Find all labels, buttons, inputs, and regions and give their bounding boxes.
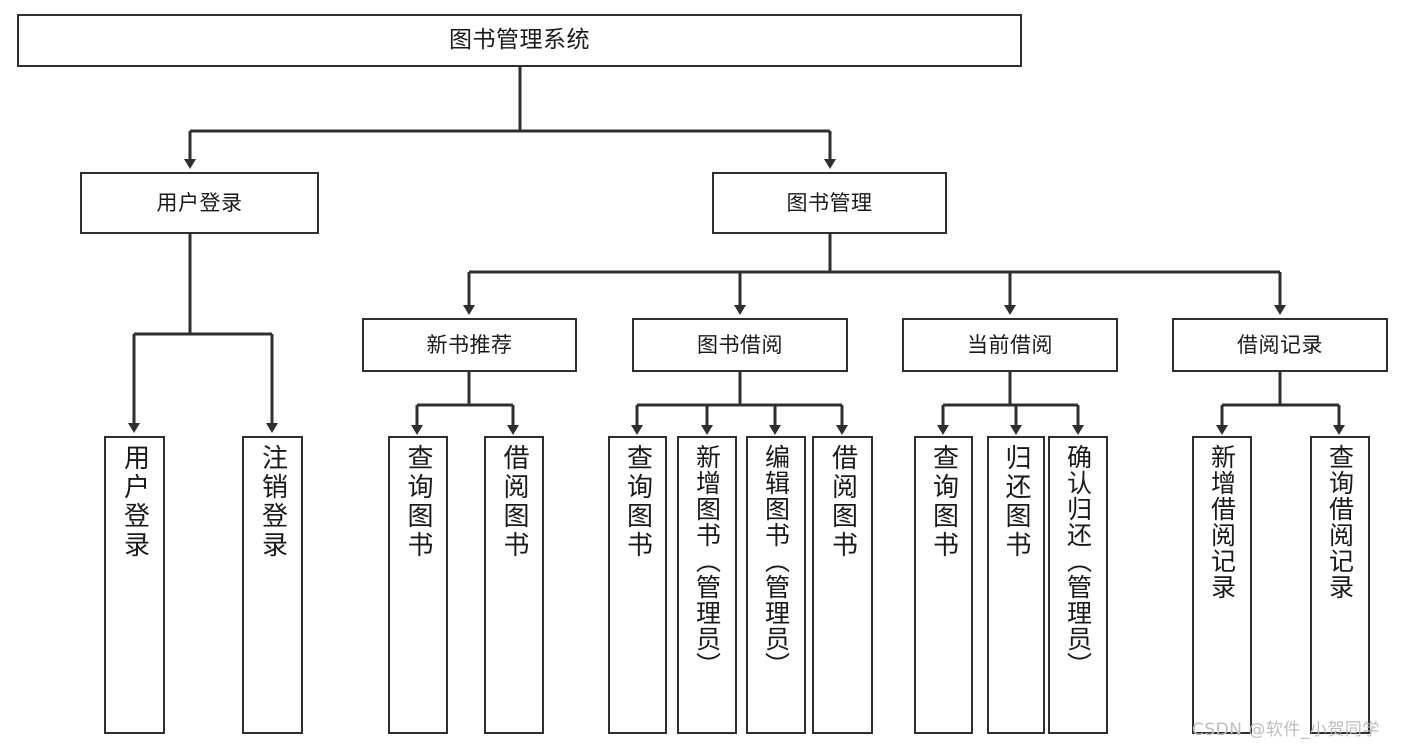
- node-root-label: 图书管理系统: [449, 26, 590, 53]
- node-book-borrow-label: 图书借阅: [697, 332, 783, 357]
- leaf-book-borrow-query[interactable]: 查询图书: [608, 436, 667, 734]
- leaf-borrow-record-query[interactable]: 查询借阅记录: [1310, 436, 1370, 734]
- node-book-manage-label: 图书管理: [786, 190, 873, 215]
- leaf-user-login-logout[interactable]: 注销登录: [242, 436, 303, 734]
- node-current-borrow-label: 当前借阅: [967, 332, 1053, 357]
- leaf-new-book-query[interactable]: 查询图书: [388, 436, 448, 734]
- leaf-label: 新增借阅记录: [1207, 444, 1237, 600]
- leaf-label: 查询图书: [622, 444, 653, 560]
- leaf-label: 确认归还（管理员）: [1063, 444, 1093, 678]
- leaf-book-borrow-borrow[interactable]: 借阅图书: [812, 436, 873, 734]
- leaf-label: 查询借阅记录: [1325, 444, 1355, 600]
- node-root[interactable]: 图书管理系统: [17, 14, 1022, 67]
- leaf-book-borrow-edit[interactable]: 编辑图书（管理员）: [746, 436, 806, 734]
- node-current-borrow[interactable]: 当前借阅: [902, 318, 1118, 372]
- leaf-label: 归还图书: [1001, 444, 1031, 560]
- leaf-current-borrow-return[interactable]: 归还图书: [987, 436, 1045, 734]
- leaf-current-borrow-query[interactable]: 查询图书: [914, 436, 973, 734]
- node-book-manage[interactable]: 图书管理: [712, 172, 947, 234]
- leaf-user-login-login[interactable]: 用户登录: [104, 436, 165, 734]
- leaf-label: 查询图书: [403, 444, 433, 560]
- node-user-login[interactable]: 用户登录: [80, 172, 319, 234]
- node-new-book-label: 新书推荐: [426, 332, 513, 357]
- csdn-watermark: CSDN @软件_小贺同学: [1192, 720, 1380, 740]
- leaf-label: 编辑图书（管理员）: [761, 444, 791, 678]
- node-book-borrow[interactable]: 图书借阅: [632, 318, 848, 372]
- leaf-label: 查询图书: [928, 444, 959, 560]
- node-borrow-record-label: 借阅记录: [1237, 332, 1323, 357]
- leaf-label: 新增图书（管理员）: [692, 444, 722, 678]
- node-new-book[interactable]: 新书推荐: [362, 318, 577, 372]
- leaf-label: 借阅图书: [499, 444, 529, 560]
- node-borrow-record[interactable]: 借阅记录: [1172, 318, 1388, 372]
- leaf-book-borrow-add[interactable]: 新增图书（管理员）: [677, 436, 737, 734]
- leaf-borrow-record-add[interactable]: 新增借阅记录: [1192, 436, 1252, 734]
- leaf-current-borrow-confirm[interactable]: 确认归还（管理员）: [1048, 436, 1108, 734]
- leaf-new-book-borrow[interactable]: 借阅图书: [484, 436, 544, 734]
- node-user-login-label: 用户登录: [156, 190, 243, 215]
- leaf-label: 用户登录: [119, 444, 150, 560]
- leaf-label: 注销登录: [257, 444, 288, 560]
- leaf-label: 借阅图书: [827, 444, 858, 560]
